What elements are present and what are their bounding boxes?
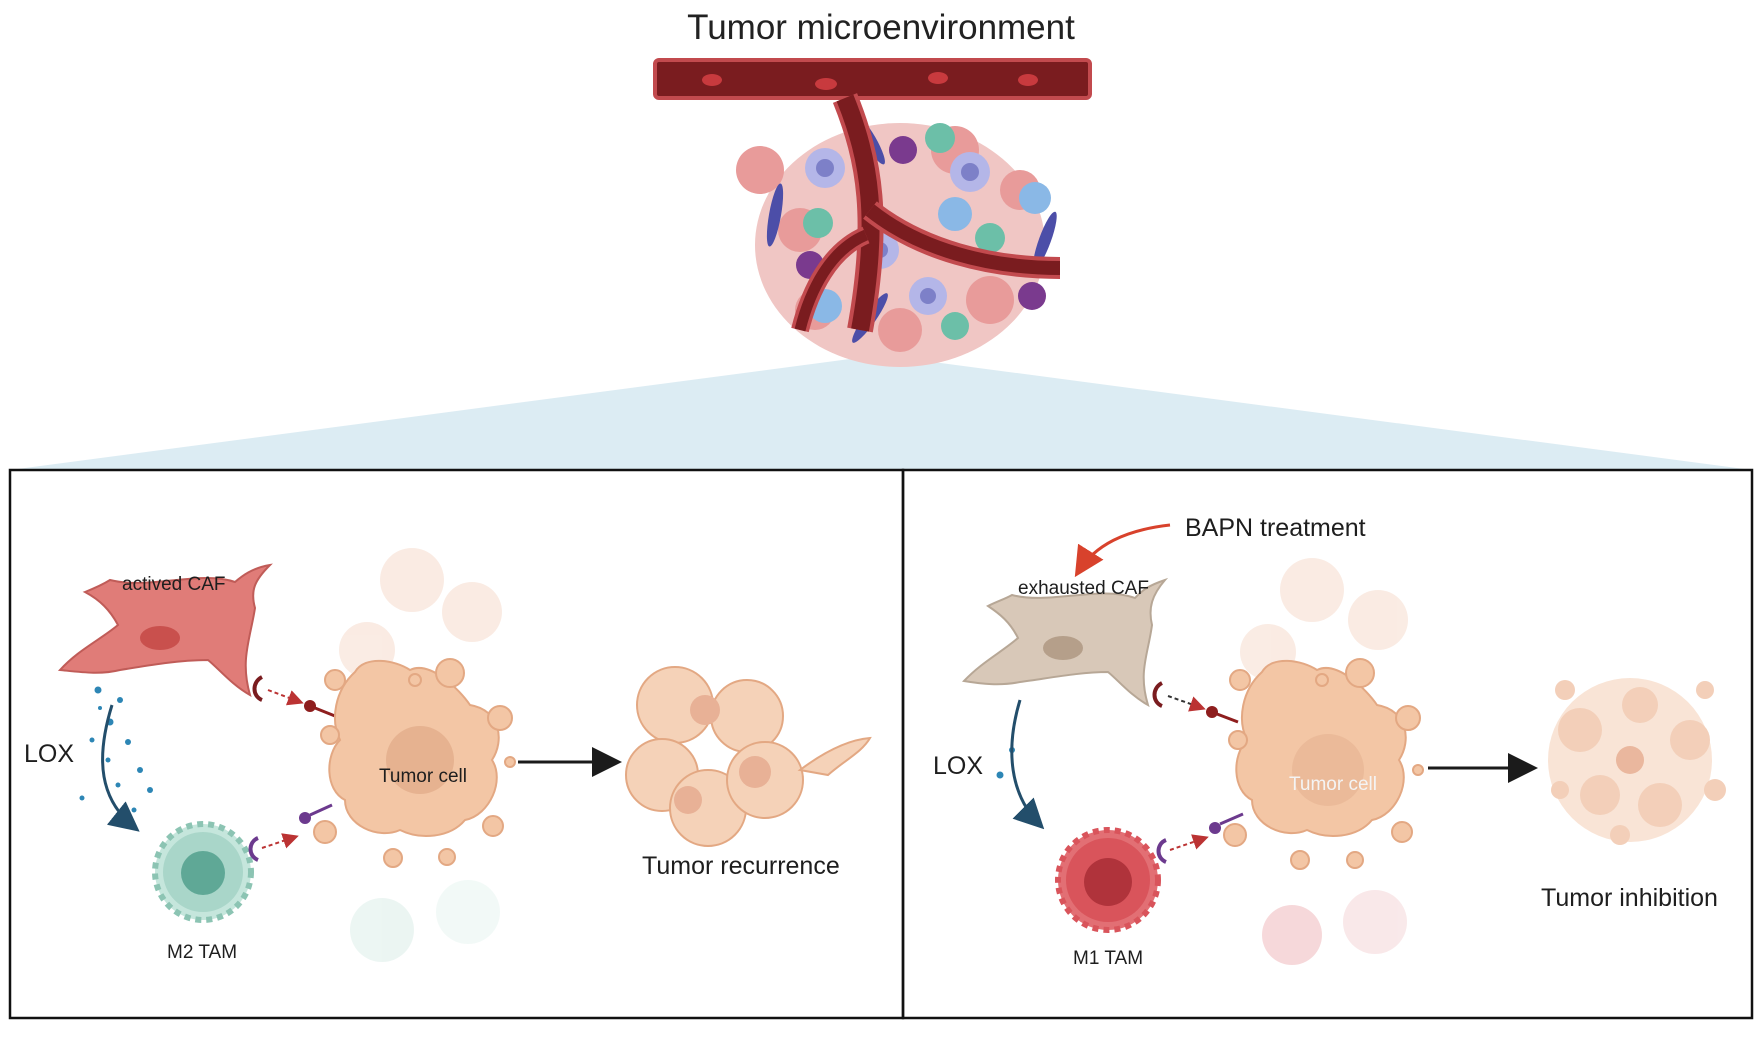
lox-arrow-left [101,704,140,832]
lox-label-right: LOX [933,752,984,780]
bapn-treatment-label: BAPN treatment [1185,514,1366,542]
lox-arrow-right [1010,699,1045,830]
lox-particles [79,686,153,813]
tumor-recurrence-label: Tumor recurrence [642,852,840,880]
tumor-cell-right [1223,658,1424,870]
left-background-tumor-cells [339,548,502,962]
exhausted-caf-label: exhausted CAF [1018,578,1149,599]
tumor-cell-left [313,658,516,868]
lox-label-left: LOX [24,740,75,768]
actived-caf-label: actived CAF [122,574,226,595]
right-background-tumor-cells [1240,558,1408,965]
tumor-cell-label-right: Tumor cell [1289,774,1377,795]
inhibition-cluster [1548,678,1726,845]
m1-tam-cell [1055,827,1161,933]
m2-tam-label: M2 TAM [167,942,238,963]
figure-title: Tumor microenvironment [687,8,1075,47]
tumor-cell-label-left: Tumor cell [379,766,467,787]
zoom-fan [10,355,1752,470]
m1-tam-label: M1 TAM [1073,948,1144,969]
caf-receptor-left [252,675,264,702]
tumor-inhibition-label: Tumor inhibition [1541,884,1718,912]
right-panel-frame [901,468,1754,1020]
bapn-arrow [1074,523,1171,578]
tumor-microenvironment-illustration [653,58,1092,367]
m2-tam-cell [152,821,254,923]
recurrence-cluster [625,666,872,847]
